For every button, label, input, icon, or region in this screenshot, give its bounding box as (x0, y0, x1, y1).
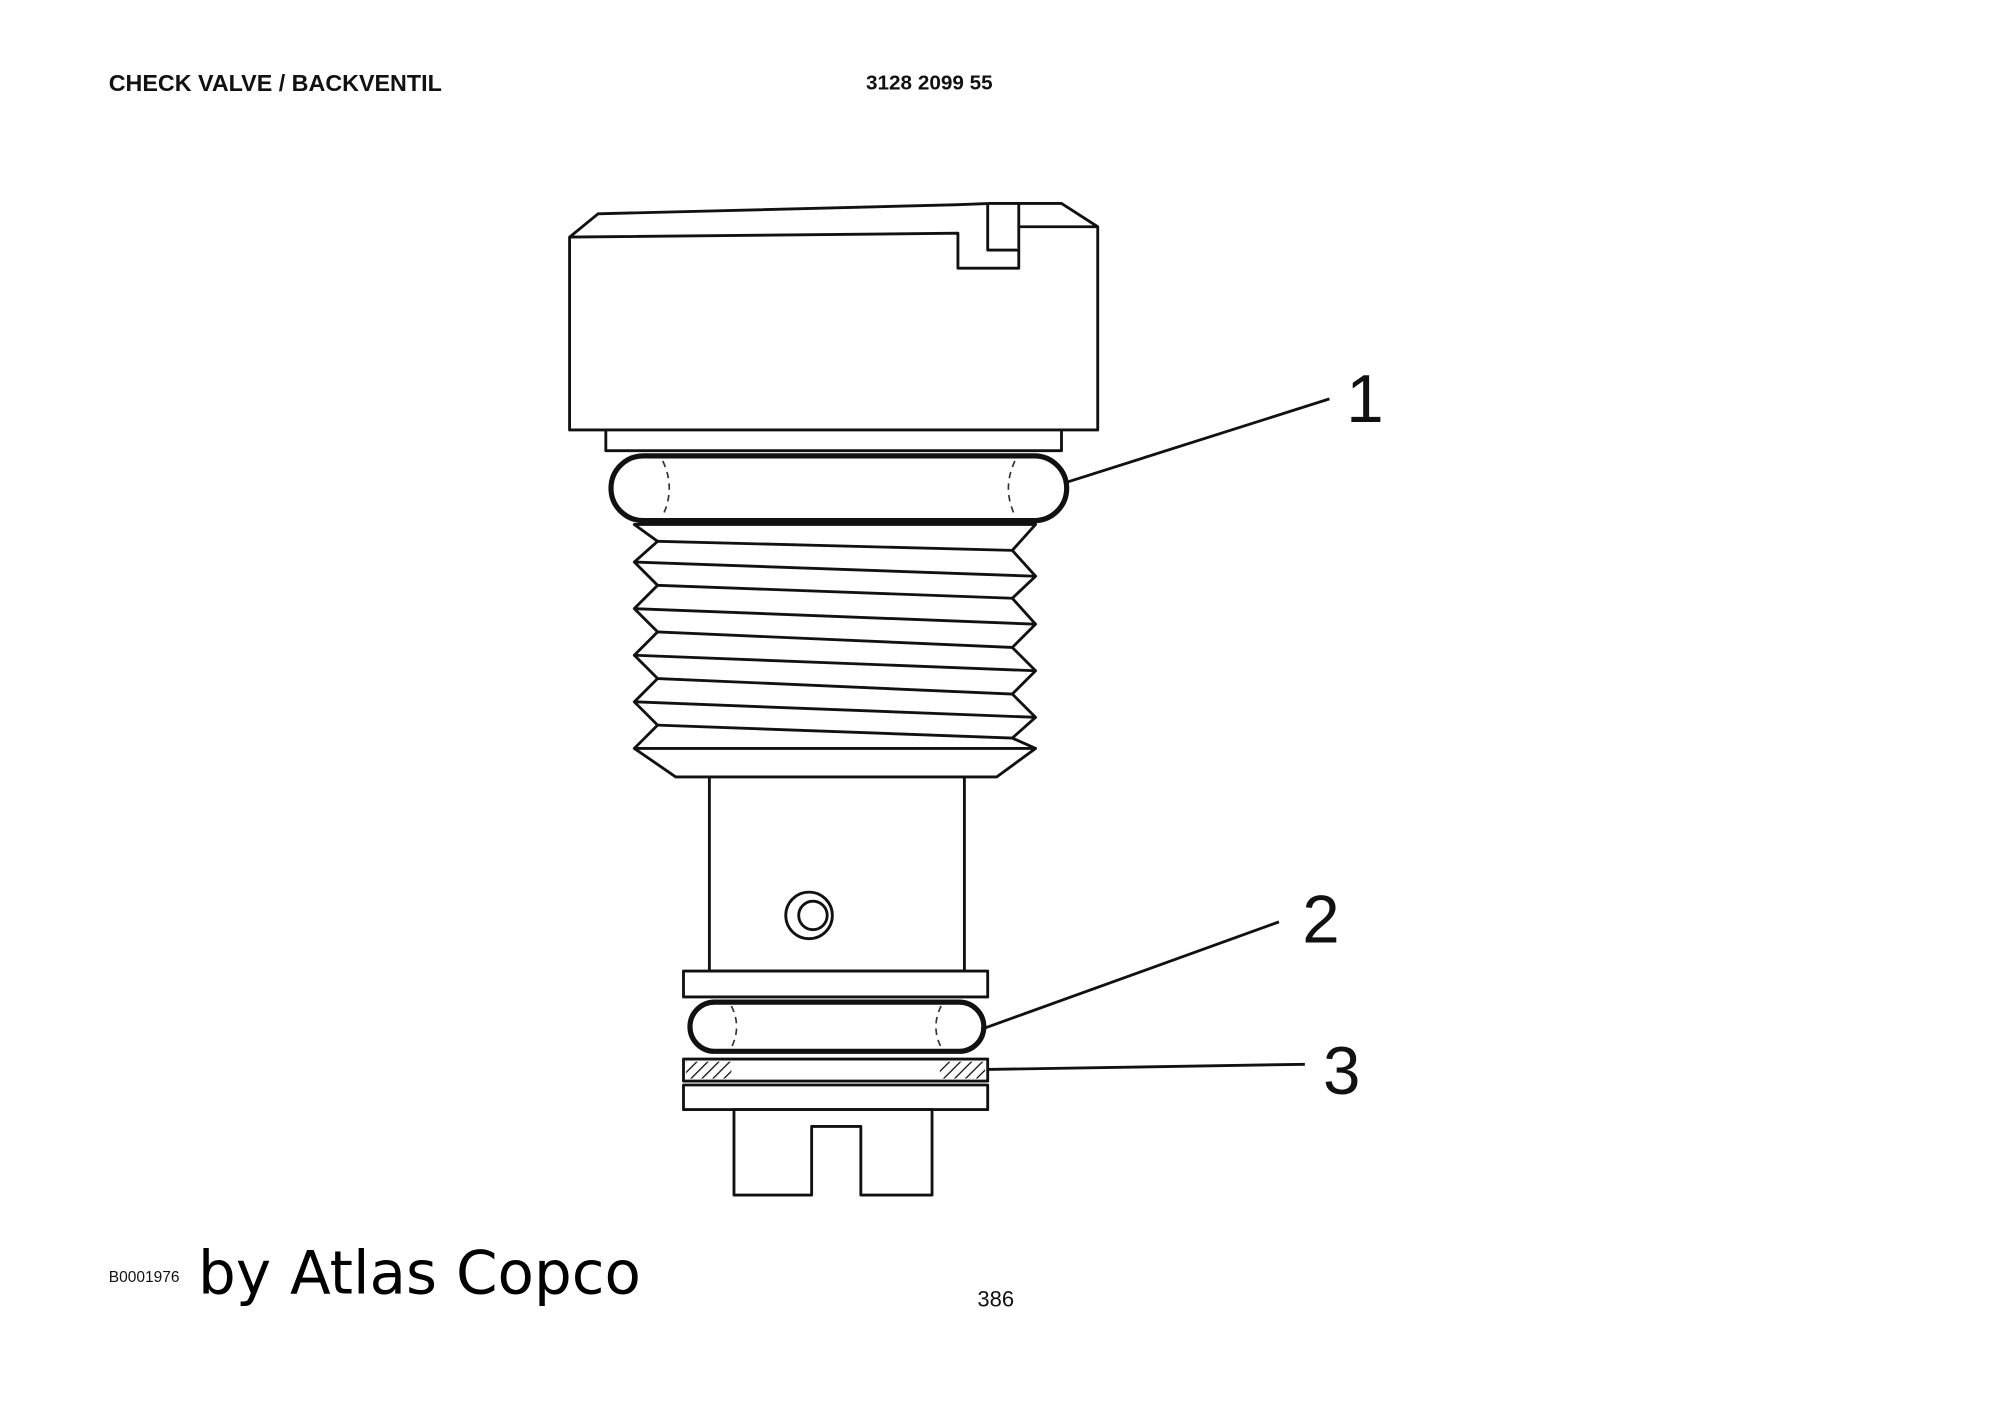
leader-line-2 (980, 920, 1280, 1031)
document-title: CHECK VALVE / BACKVENTIL (109, 70, 442, 96)
callout-2: 2 (1302, 883, 1339, 958)
o-ring-2 (687, 999, 987, 1054)
seal-ring-3 (682, 1057, 990, 1083)
washer (682, 969, 990, 999)
leader-line-3 (987, 1062, 1305, 1071)
thread-section (632, 523, 1038, 779)
cap-neck (604, 428, 1063, 453)
part-number: 3128 2099 55 (866, 72, 993, 95)
o-ring-1 (608, 453, 1070, 524)
callout-1: 1 (1346, 362, 1383, 437)
leader-line-1 (1063, 397, 1330, 485)
valve-cap (568, 202, 1100, 432)
page-number: 386 (977, 1286, 1014, 1311)
drawing-id: B0001976 (109, 1269, 180, 1286)
callout-3: 3 (1323, 1034, 1360, 1109)
valve-tip (732, 1108, 934, 1197)
valve-stem (707, 775, 966, 973)
base-plate (682, 1083, 990, 1112)
brand-watermark: by Atlas Copco (198, 1239, 641, 1308)
